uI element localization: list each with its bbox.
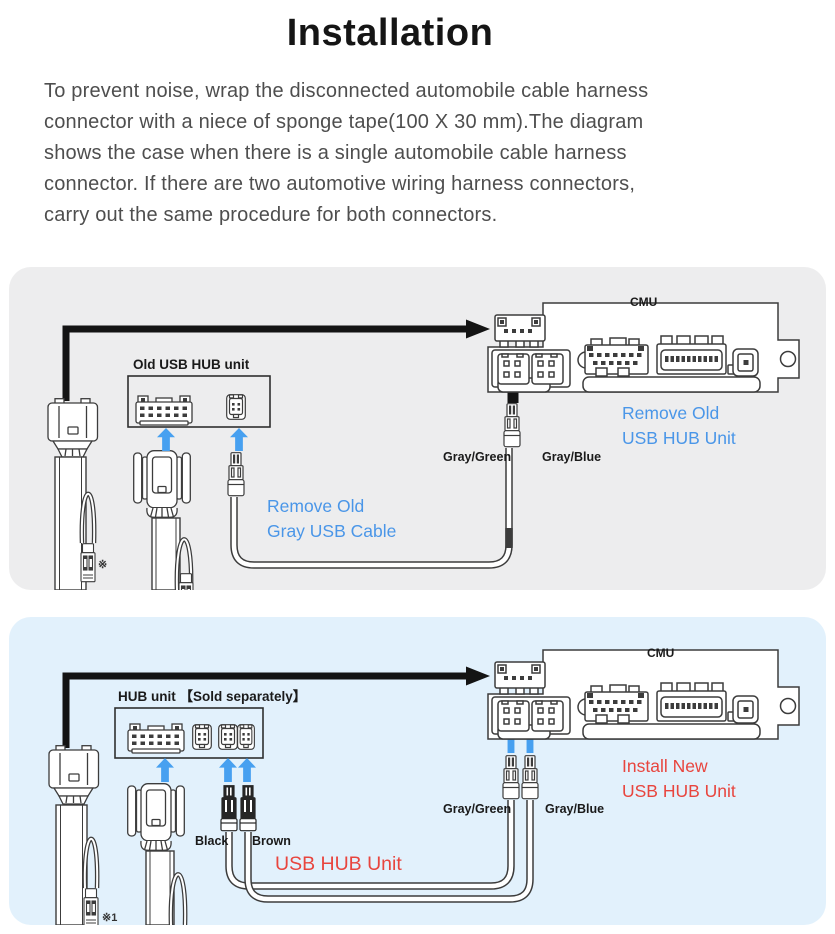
loop-cable-middle: [168, 872, 188, 925]
intro-line: To prevent noise, wrap the disconnected …: [44, 80, 649, 102]
cmu-label: CMU: [630, 295, 657, 309]
harness-route-line: [62, 672, 466, 748]
intro-paragraph: To prevent noise, wrap the disconnected …: [44, 76, 648, 231]
harness-connector-middle: [133, 450, 191, 518]
loop-end-connector: [83, 888, 99, 925]
cmu-unit: [487, 302, 800, 393]
usb-hub-unit-note: USB HUB Unit: [275, 853, 402, 875]
wire-label-gray-blue: Gray/Blue: [545, 802, 604, 816]
harness-arrow-icon: [466, 666, 490, 686]
harness-connector-middle: [127, 783, 185, 851]
remove-cable-note: Gray USB Cable: [267, 521, 396, 541]
hub-16pin-connector: [127, 723, 185, 754]
loop-cable-left: [82, 836, 100, 889]
panel-remove-old: ※ Old USB HUB unit CMU: [9, 267, 826, 590]
harness-arrow-icon: [466, 319, 490, 339]
ref-mark: ※1: [102, 912, 117, 924]
hub-box: [127, 375, 271, 428]
blue-arrow-icon: [157, 428, 175, 451]
gray-usb-plug-left: [227, 452, 245, 497]
ribbon-cable-left: [55, 804, 88, 925]
cmu-label: CMU: [647, 646, 674, 660]
wire-label-brown: Brown: [252, 834, 291, 848]
hub-usb-port: [237, 724, 255, 750]
loop-end-connector-partial: [178, 573, 194, 590]
remove-cable-note: Remove Old: [267, 496, 364, 516]
hub-usb-port: [192, 724, 212, 750]
gray-usb-cable: [230, 448, 513, 569]
remove-unit-note: Remove Old: [622, 403, 719, 423]
hub-usb-port: [218, 724, 238, 750]
brown-usb-plug: [239, 785, 257, 832]
install-unit-note: USB HUB Unit: [622, 781, 736, 801]
blue-arrow-icon: [238, 758, 256, 782]
wire-label-gray-blue: Gray/Blue: [542, 450, 601, 464]
intro-line: connector. If there are two automotive w…: [44, 173, 636, 195]
cmu-unit: [487, 649, 800, 740]
loop-cable-left: [79, 491, 97, 544]
ref-mark: ※: [98, 559, 107, 571]
usb-hub-cable-brown: [244, 800, 534, 903]
gray-usb-plug-cmu: [503, 403, 521, 448]
hub-16pin-connector: [135, 395, 193, 426]
loop-end-connector: [80, 543, 96, 583]
hub-box: [114, 707, 264, 759]
install-unit-note: Install New: [622, 756, 708, 776]
intro-line: carry out the same procedure for both co…: [44, 204, 498, 226]
loop-cable-middle: [174, 537, 194, 590]
harness-connector-left: [48, 745, 100, 805]
gray-blue-plug-cmu: [521, 755, 539, 800]
remove-unit-note: USB HUB Unit: [622, 428, 736, 448]
wire-label-black: Black: [195, 834, 228, 848]
panel-install-new: ※1 HUB unit 【Sold separately】: [9, 617, 826, 925]
black-usb-plug: [220, 785, 238, 832]
wire-label-gray-green: Gray/Green: [443, 802, 511, 816]
gray-green-plug-cmu: [502, 755, 520, 800]
hub-box-label: HUB unit 【Sold separately】: [118, 689, 306, 704]
intro-line: connector with a niece of sponge tape(10…: [44, 111, 644, 133]
page-title: Installation: [286, 12, 494, 54]
harness-connector-left: [47, 398, 99, 458]
hub-box-label: Old USB HUB unit: [133, 357, 250, 372]
blue-arrow-icon: [230, 428, 248, 451]
harness-route-line: [62, 325, 466, 401]
wire-label-gray-green: Gray/Green: [443, 450, 511, 464]
intro-line: shows the case when there is a single au…: [44, 142, 627, 164]
hub-usb-port: [226, 394, 246, 420]
blue-arrow-icon: [219, 758, 237, 782]
blue-arrow-icon: [156, 758, 174, 782]
usb-hub-cable-black: [225, 800, 515, 890]
